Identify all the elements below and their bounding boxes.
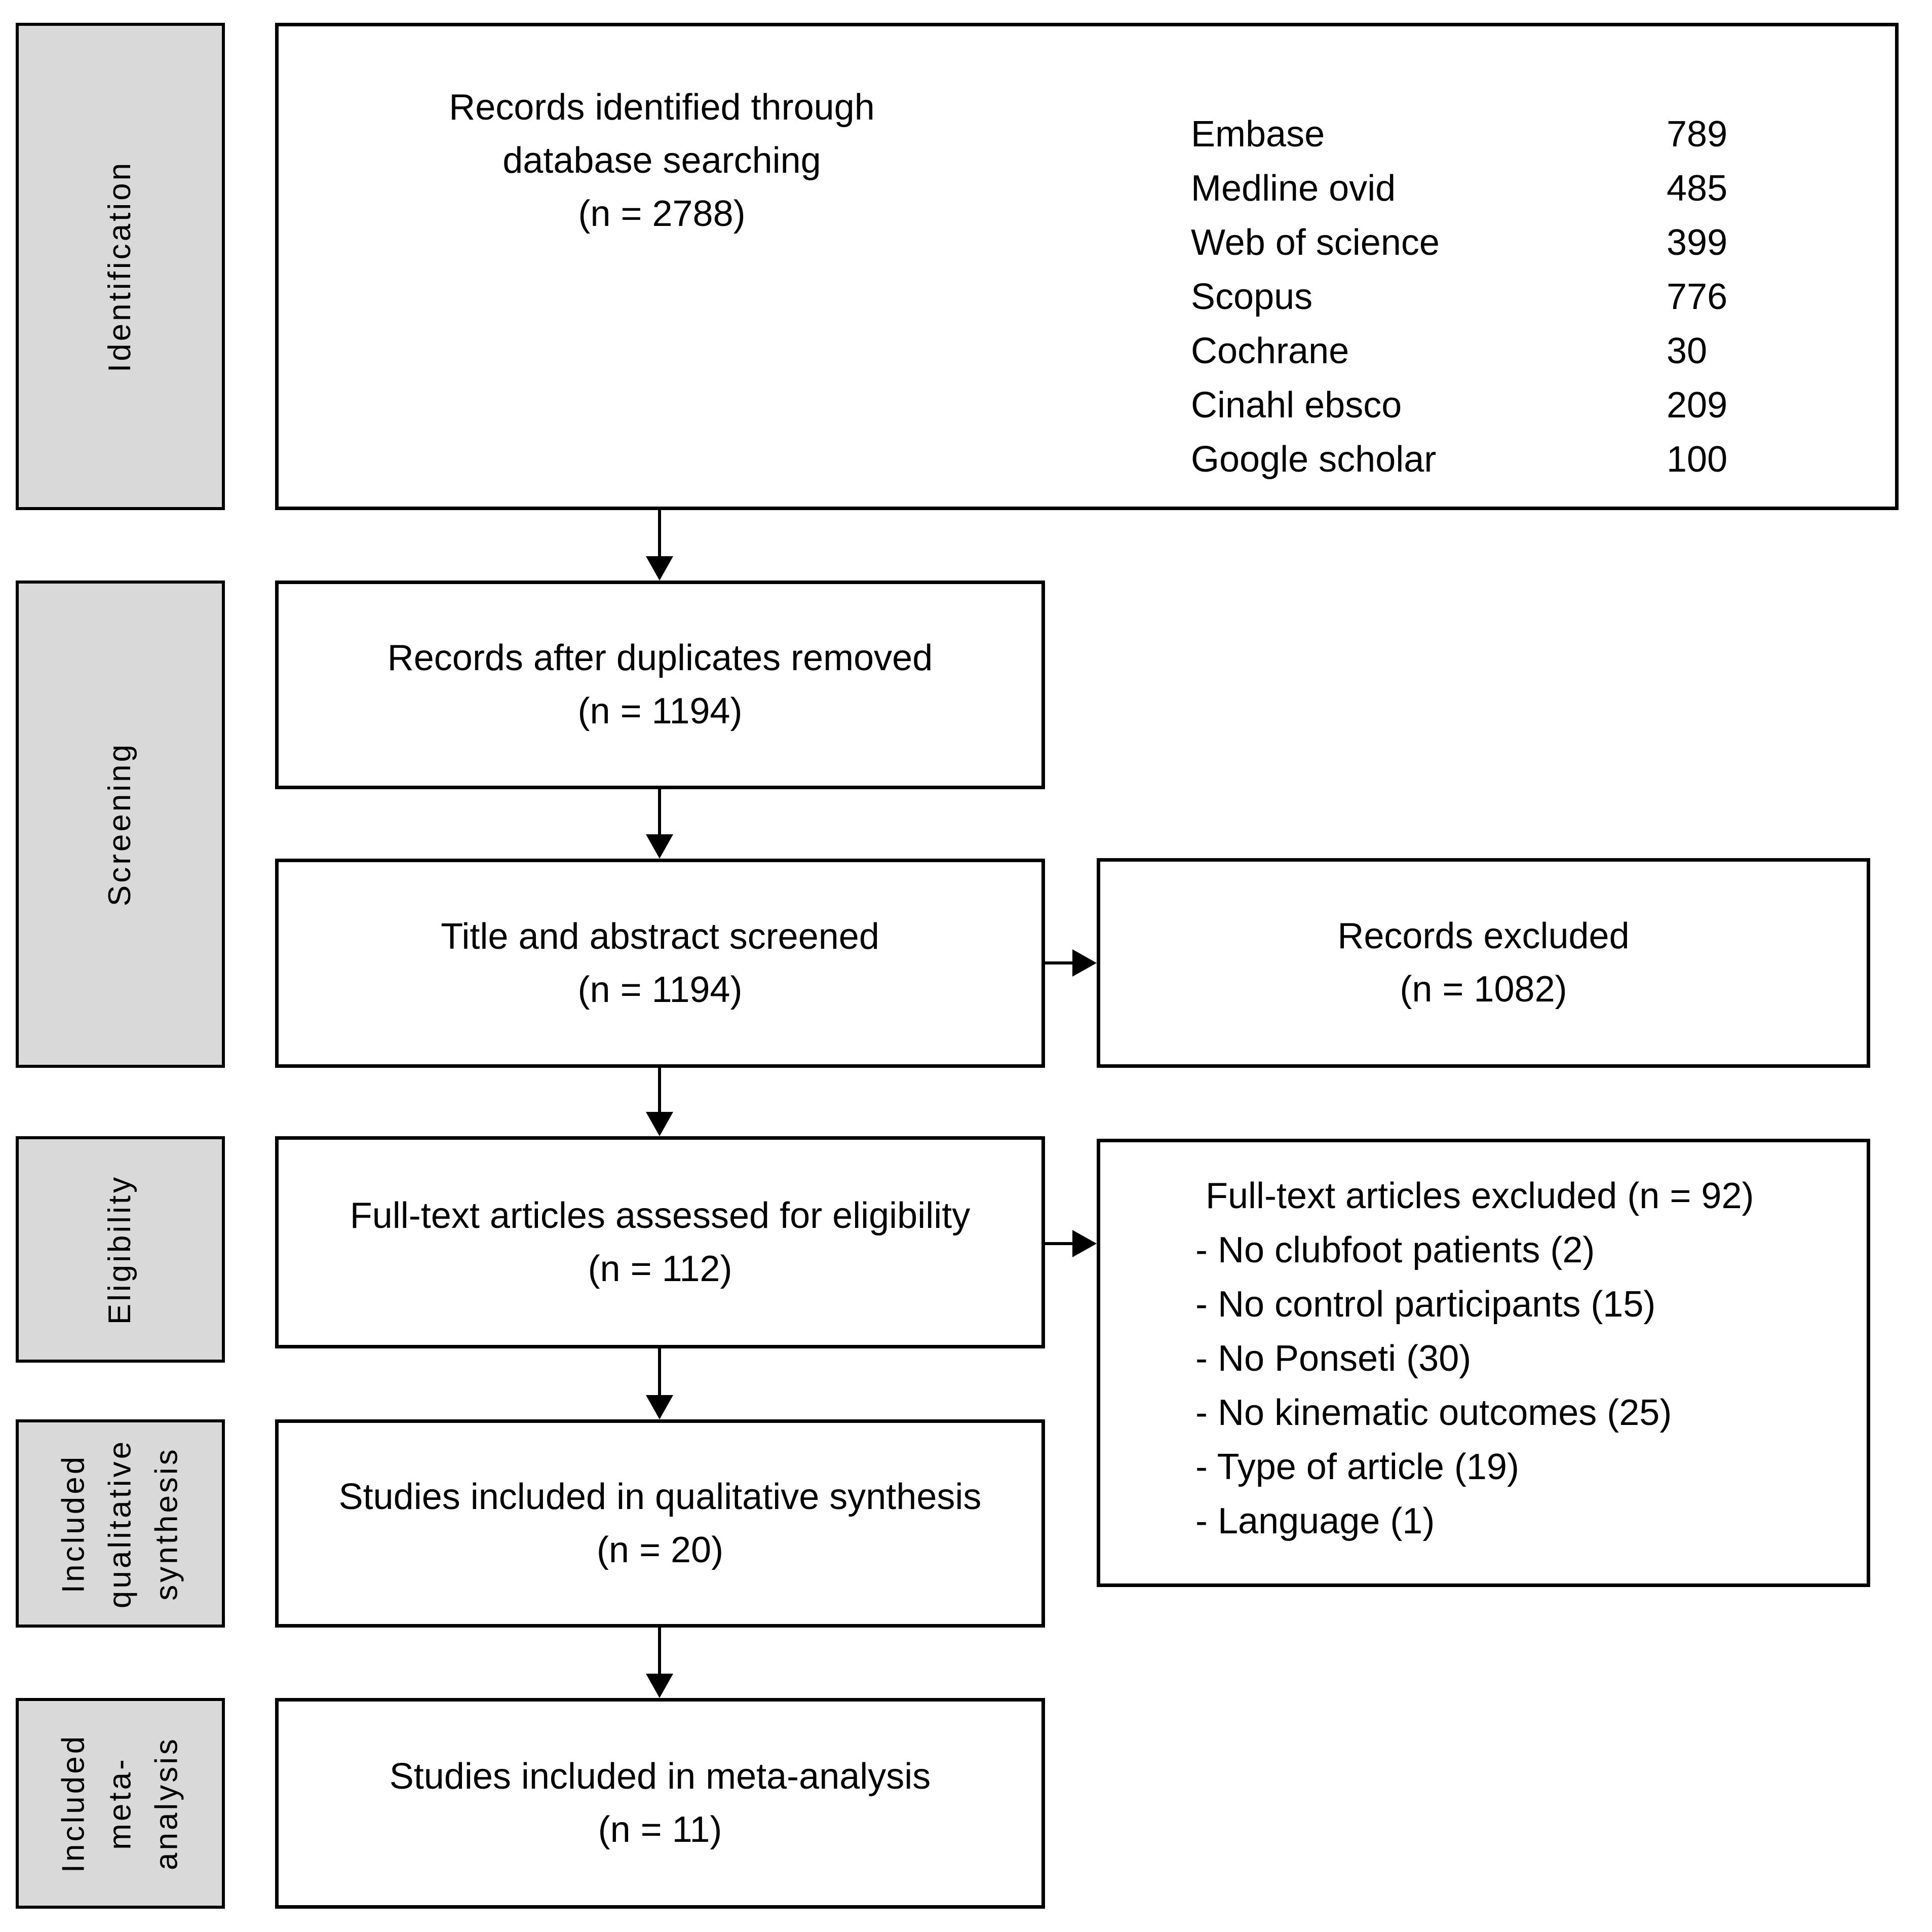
stage-identification: Identification bbox=[16, 23, 225, 510]
records-excluded-count: (n = 1082) bbox=[1400, 969, 1567, 1010]
records-identified-count: (n = 2788) bbox=[578, 194, 746, 234]
records-identified-box: Records identified through database sear… bbox=[275, 23, 1899, 510]
database-name: Web of science bbox=[1191, 222, 1440, 263]
records-identified-line1: Records identified through bbox=[449, 87, 875, 128]
stage-screening: Screening bbox=[16, 581, 225, 1068]
arrow-down-icon bbox=[646, 834, 673, 859]
fulltext-assessed-box: Full-text articles assessed for eligibil… bbox=[275, 1136, 1045, 1348]
database-name: Cochrane bbox=[1191, 331, 1349, 371]
arrow-stem bbox=[658, 789, 661, 836]
stage-included-qualitative-label: Included qualitative synthesis bbox=[56, 1439, 184, 1608]
stage-screening-label: Screening bbox=[102, 742, 138, 907]
arrow-stem bbox=[658, 1068, 661, 1114]
stage-included-meta-label: Included meta-analysis bbox=[56, 1733, 184, 1873]
records-excluded-box: Records excluded (n = 1082) bbox=[1097, 858, 1870, 1068]
exclusion-reason: - Language (1) bbox=[1195, 1501, 1435, 1541]
database-row: Google scholar 100 bbox=[1191, 433, 1727, 487]
arrow-right-icon bbox=[1072, 949, 1097, 977]
arrow-stem bbox=[1045, 1242, 1074, 1245]
arrow-stem bbox=[1045, 961, 1074, 964]
exclusion-reason: - No clubfoot patients (2) bbox=[1195, 1230, 1595, 1270]
records-excluded-line1: Records excluded bbox=[1337, 916, 1630, 956]
database-row: Cinahl ebsco 209 bbox=[1191, 378, 1727, 433]
database-count: 209 bbox=[1667, 385, 1728, 426]
duplicates-removed-line1: Records after duplicates removed bbox=[387, 638, 933, 678]
arrow-screened-to-fulltext bbox=[646, 1068, 673, 1136]
meta-analysis-count: (n = 11) bbox=[598, 1809, 722, 1850]
fulltext-assessed-line1: Full-text articles assessed for eligibil… bbox=[350, 1195, 971, 1236]
qualitative-synthesis-box: Studies included in qualitative synthesi… bbox=[275, 1419, 1045, 1628]
arrow-stem bbox=[658, 1348, 661, 1397]
stage-eligibility-label: Eligibility bbox=[102, 1174, 138, 1325]
title-abstract-screened-count: (n = 1194) bbox=[577, 969, 743, 1010]
database-count: 776 bbox=[1667, 277, 1728, 317]
database-count: 789 bbox=[1667, 114, 1728, 154]
stage-included-meta: Included meta-analysis bbox=[16, 1698, 225, 1909]
fulltext-excluded-title: Full-text articles excluded (n = 92) bbox=[1206, 1176, 1754, 1216]
database-row: Cochrane 30 bbox=[1191, 324, 1727, 378]
database-list: Embase 789 Medline ovid 485 Web of science… bbox=[1191, 107, 1727, 487]
stage-eligibility: Eligibility bbox=[16, 1136, 225, 1363]
database-row: Embase 789 bbox=[1191, 107, 1727, 162]
fulltext-assessed-count: (n = 112) bbox=[588, 1248, 732, 1289]
qualitative-synthesis-line1: Studies included in qualitative synthesi… bbox=[338, 1476, 982, 1517]
arrow-stem bbox=[658, 510, 661, 558]
duplicates-removed-count: (n = 1194) bbox=[577, 691, 743, 731]
fulltext-excluded-box: Full-text articles excluded (n = 92) - N… bbox=[1097, 1139, 1870, 1587]
arrow-down-icon bbox=[646, 556, 673, 581]
arrow-right-icon bbox=[1072, 1230, 1097, 1257]
title-abstract-screened-box: Title and abstract screened (n = 1194) bbox=[275, 859, 1045, 1068]
database-count: 485 bbox=[1667, 168, 1728, 209]
database-name: Google scholar bbox=[1191, 439, 1437, 480]
database-name: Cinahl ebsco bbox=[1191, 385, 1402, 426]
database-name: Medline ovid bbox=[1191, 168, 1396, 209]
arrow-identified-to-duplicates bbox=[646, 510, 673, 581]
arrow-duplicates-to-screened bbox=[646, 789, 673, 859]
arrow-down-icon bbox=[646, 1674, 673, 1698]
duplicates-removed-box: Records after duplicates removed (n = 11… bbox=[275, 581, 1045, 789]
database-count: 100 bbox=[1667, 439, 1728, 480]
arrow-stem bbox=[658, 1628, 661, 1676]
title-abstract-screened-line1: Title and abstract screened bbox=[441, 916, 879, 957]
meta-analysis-line1: Studies included in meta-analysis bbox=[389, 1756, 931, 1797]
records-identified-text: Records identified through database sear… bbox=[279, 81, 1045, 241]
database-count: 30 bbox=[1667, 331, 1708, 371]
records-identified-line2: database searching bbox=[503, 140, 821, 181]
arrow-fulltext-to-fulltext-excluded bbox=[1045, 1230, 1097, 1257]
arrow-down-icon bbox=[646, 1112, 673, 1136]
arrow-qualitative-to-meta bbox=[646, 1628, 673, 1698]
arrow-fulltext-to-qualitative bbox=[646, 1348, 673, 1419]
database-row: Web of science 399 bbox=[1191, 216, 1727, 270]
database-count: 399 bbox=[1667, 222, 1728, 263]
exclusion-reason: - No Ponseti (30) bbox=[1195, 1338, 1472, 1379]
meta-analysis-box: Studies included in meta-analysis (n = 1… bbox=[275, 1698, 1045, 1909]
exclusion-reason: - No kinematic outcomes (25) bbox=[1195, 1393, 1672, 1433]
database-name: Embase bbox=[1191, 114, 1325, 154]
arrow-down-icon bbox=[646, 1395, 673, 1419]
database-row: Scopus 776 bbox=[1191, 270, 1727, 324]
exclusion-reason: - No control participants (15) bbox=[1195, 1284, 1656, 1325]
stage-identification-label: Identification bbox=[102, 160, 138, 373]
stage-included-qualitative: Included qualitative synthesis bbox=[16, 1419, 225, 1628]
arrow-screened-to-records-excluded bbox=[1045, 949, 1097, 977]
database-row: Medline ovid 485 bbox=[1191, 162, 1727, 216]
qualitative-synthesis-count: (n = 20) bbox=[596, 1529, 724, 1570]
exclusion-reason: - Type of article (19) bbox=[1195, 1447, 1519, 1487]
database-name: Scopus bbox=[1191, 277, 1313, 317]
